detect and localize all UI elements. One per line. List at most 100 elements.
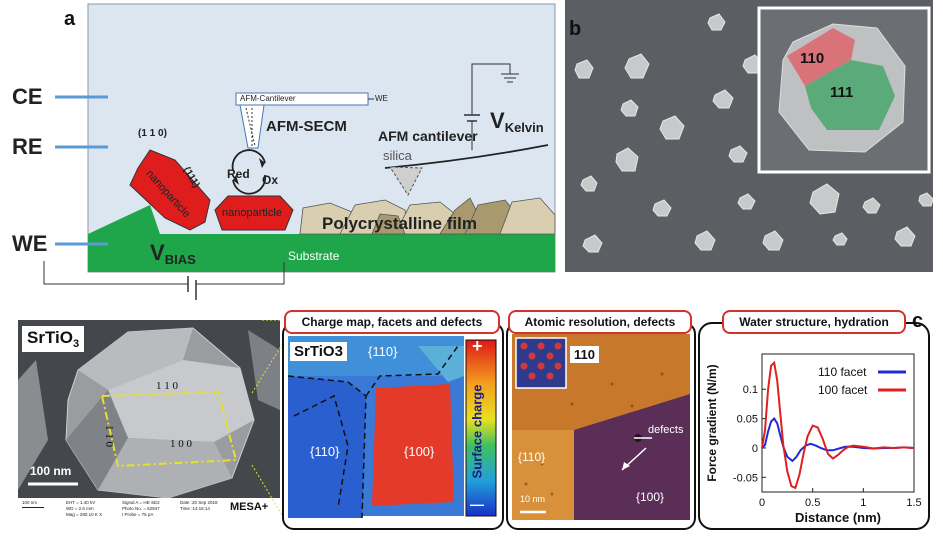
panel-charge: SrTiO3 {110} {110} {100} + Surface charg… bbox=[282, 322, 504, 530]
facet-110-region bbox=[787, 28, 855, 86]
panel-a: a CE RE WE AFM-Cantilever WE AFM-SECM Re… bbox=[0, 0, 560, 300]
kelvin-cantilever bbox=[384, 144, 549, 169]
silica-label: silica bbox=[383, 148, 412, 163]
sem-info-scale: 100 nm bbox=[22, 500, 38, 505]
panel-b: b 110 111 bbox=[565, 0, 933, 272]
y-tick-label: 0.1 bbox=[743, 384, 758, 396]
ce-label: CE bbox=[12, 84, 43, 109]
force-gradient-chart: -0.05 0 0.05 0.1 0 0.5 1 1.5 110 facet 100 facetD… bbox=[705, 353, 922, 525]
atomic-facet-left-label: {110} bbox=[518, 450, 546, 464]
afm-secm-label: AFM-SECM bbox=[266, 118, 347, 135]
water-panel-title: Water structure, hydration bbox=[722, 310, 906, 334]
colorbar-label: Surface charge bbox=[469, 384, 485, 479]
legend-label: 110 facet bbox=[818, 365, 867, 379]
sem-material-sub: 3 bbox=[72, 338, 80, 351]
sem-info-line: I Probe = 75 pA bbox=[122, 512, 154, 517]
redox-arrow-top bbox=[231, 149, 266, 171]
hexagonal-crystals bbox=[574, 13, 933, 253]
mesa-logo: MESA+ bbox=[230, 501, 269, 513]
redox-arrow-bottom bbox=[232, 174, 267, 195]
sem-facet-110-side-label: 1 1 0 bbox=[103, 425, 115, 447]
bias-wire bbox=[43, 261, 188, 285]
grain-boundary bbox=[288, 375, 367, 519]
surface-charge-colorbar bbox=[465, 339, 497, 517]
y-axis-label: Force gradient (N/m) bbox=[705, 364, 719, 481]
atomic-image bbox=[512, 334, 690, 520]
x-axis-label: Distance (nm) bbox=[795, 510, 881, 525]
sem-info-line: Date :20 Sep 2018 bbox=[180, 500, 218, 505]
sem-material-main: SrTiO bbox=[27, 328, 73, 347]
panel-a-letter: a bbox=[64, 8, 76, 30]
facet-110-label: (1 1 0) bbox=[138, 128, 167, 139]
y-tick-label: 0.05 bbox=[737, 414, 758, 426]
charge-material-label: SrTiO3 bbox=[290, 342, 347, 361]
sem-material-label: SrTiO3 bbox=[22, 326, 85, 353]
panel-b-sem-image bbox=[574, 6, 933, 253]
x-tick-label: 0.5 bbox=[805, 497, 820, 509]
red-label: Red bbox=[227, 167, 250, 181]
atomic-inset-label: 110 bbox=[570, 346, 599, 363]
re-label: RE bbox=[12, 134, 43, 159]
charge-facet-right-label: {100} bbox=[404, 444, 435, 459]
x-tick-label: 0 bbox=[759, 497, 765, 509]
sem-info-scale-line bbox=[22, 507, 44, 508]
sem-scale-label: 100 nm bbox=[30, 464, 72, 478]
panel-atomic: 110 defects {110} {100} 10 nm bbox=[506, 322, 696, 530]
v-bias-label: VBIAS bbox=[150, 240, 196, 267]
sem-info-line: WD = 2.6 mm bbox=[66, 506, 94, 511]
x-tick-label: 1 bbox=[860, 497, 866, 509]
panel-sem: SrTiO3 1 1 0 1 1 0 1 0 0 100 nm 100 nm E… bbox=[18, 320, 280, 520]
flat-nanoparticle bbox=[214, 195, 294, 231]
facet-100-region bbox=[372, 384, 454, 506]
afm-cantilever-kelvin-label: AFM cantilever bbox=[378, 128, 478, 144]
we-label: WE bbox=[12, 231, 48, 256]
sem-info-col3: Date :20 Sep 2018 Time :14:16:14 bbox=[180, 500, 218, 512]
green-wedge bbox=[88, 205, 160, 234]
defects-label: defects bbox=[648, 424, 684, 436]
v-bias-sub: BIAS bbox=[164, 252, 196, 268]
sem-facet-110-label: 1 1 0 bbox=[156, 380, 178, 392]
atomic-facet-right-label: {100} bbox=[636, 490, 665, 504]
sem-info-bar: 100 nm EHT = 1.40 kV WD = 2.6 mm Mag = 2… bbox=[18, 498, 280, 520]
panel-b-letter: b bbox=[569, 18, 582, 40]
sem-facet-100-label: 1 0 0 bbox=[170, 438, 192, 450]
panel-a-diagram bbox=[43, 3, 556, 300]
inset-facet-111-label: 111 bbox=[830, 84, 854, 101]
sem-info-line: EHT = 1.40 kV bbox=[66, 500, 96, 505]
v-kelvin-sub: Kelvin bbox=[504, 120, 544, 136]
legend-label: 100 facet bbox=[818, 383, 868, 397]
atomic-panel-title: Atomic resolution, defects bbox=[508, 310, 692, 334]
kelvin-wire bbox=[471, 63, 511, 115]
y-tick-label: -0.05 bbox=[733, 472, 758, 484]
flat-nanoparticle-label: nanoparticle bbox=[222, 207, 282, 219]
ox-label: Ox bbox=[262, 173, 279, 187]
sem-info-line: Mag = 280.10 K X bbox=[66, 512, 103, 517]
silica-tip bbox=[389, 166, 423, 196]
colorbar-plus: + bbox=[472, 336, 483, 356]
secm-tip bbox=[239, 104, 265, 149]
y-tick-label: 0 bbox=[752, 443, 758, 455]
sem-info-line: Photo No. = 62947 bbox=[122, 506, 160, 511]
x-tick-label: 1.5 bbox=[906, 497, 921, 509]
polycrystalline-label: Polycrystalline film bbox=[322, 214, 477, 233]
substrate-label: Substrate bbox=[288, 249, 340, 263]
facet-111-region bbox=[805, 60, 895, 130]
series-line bbox=[761, 360, 915, 490]
afm-cantilever-label: AFM-Cantilever bbox=[240, 94, 296, 103]
polycrystalline-grains bbox=[299, 197, 556, 235]
colorbar-minus: — bbox=[470, 496, 484, 512]
sem-info-line: Time :14:16:14 bbox=[180, 506, 210, 511]
tilted-nanoparticle bbox=[129, 149, 211, 231]
atomic-scale-label: 10 nm bbox=[520, 494, 546, 504]
sem-info-col2: Signal A = HE-SE2 Photo No. = 62947 I Pr… bbox=[122, 500, 160, 518]
charge-facet-top-label: {110} bbox=[368, 344, 398, 359]
panel-c-letter: c bbox=[912, 310, 924, 332]
v-bias-main: V bbox=[150, 240, 165, 265]
inset-facet-110-label: 110 bbox=[800, 50, 825, 67]
secm-we-label: WE bbox=[375, 94, 388, 103]
sem-info-col1: EHT = 1.40 kV WD = 2.6 mm Mag = 280.10 K… bbox=[66, 500, 102, 518]
v-kelvin-label: VKelvin bbox=[490, 108, 544, 135]
sem-info-line: Signal A = HE-SE2 bbox=[122, 500, 160, 505]
charge-panel-title: Charge map, facets and defects bbox=[284, 310, 500, 334]
